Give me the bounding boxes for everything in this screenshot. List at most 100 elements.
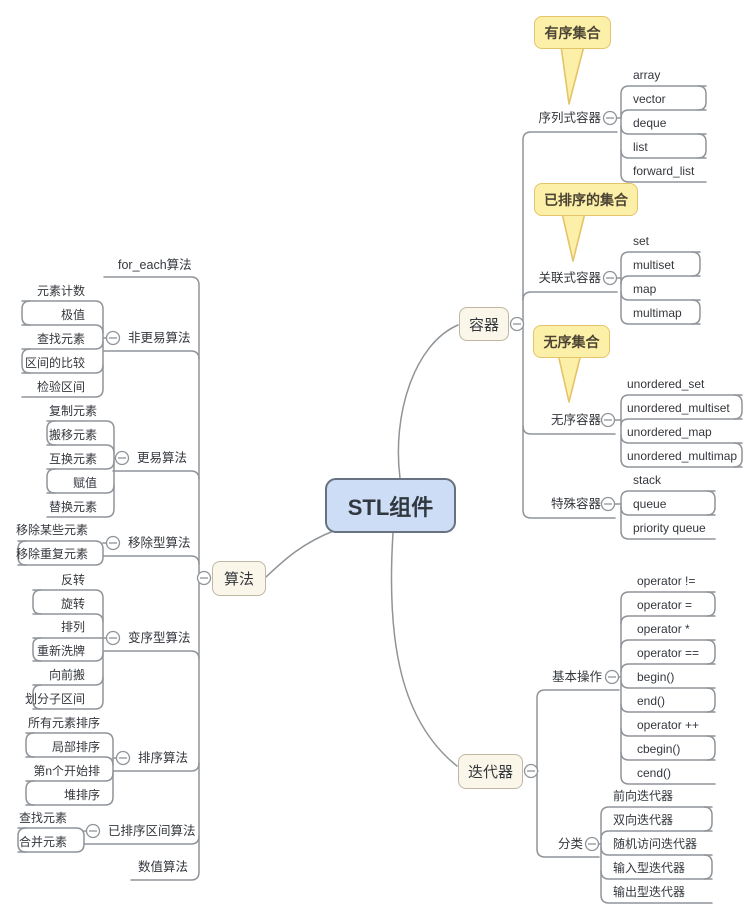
topic-operator-inc[interactable]: operator ++ (637, 718, 700, 732)
topic-associative-containers[interactable]: 关联式容器 (538, 271, 601, 285)
branch-iterators[interactable]: 迭代器 (458, 754, 523, 789)
topic-nonmodifying-algo[interactable]: 非更易算法 (128, 331, 191, 345)
collapse-icon[interactable] (509, 316, 525, 332)
collapse-icon[interactable] (602, 270, 618, 286)
topic-search-elements[interactable]: 查找元素 (18, 811, 67, 825)
topic-deque[interactable]: deque (633, 116, 667, 130)
topic-move-forward[interactable]: 向前搬 (48, 668, 85, 682)
topic-remove-some[interactable]: 移除某些元素 (15, 523, 88, 537)
topic-nth-sort[interactable]: 第n个开始排 (33, 764, 100, 778)
topic-multimap[interactable]: multimap (633, 306, 682, 320)
bracket-mod-items (46, 420, 116, 518)
topic-cbegin[interactable]: cbegin() (637, 742, 681, 756)
topic-sequence-containers[interactable]: 序列式容器 (538, 111, 601, 125)
bracket-mutating-items (32, 589, 107, 710)
topic-queue[interactable]: queue (633, 497, 667, 511)
topic-permute[interactable]: 排列 (60, 620, 85, 634)
topic-input-iterator[interactable]: 输入型迭代器 (613, 861, 686, 875)
callout-unordered-set[interactable]: 无序集合 (533, 325, 610, 358)
topic-special-containers[interactable]: 特殊容器 (550, 497, 601, 511)
topic-begin[interactable]: begin() (637, 670, 675, 684)
topic-array[interactable]: array (633, 68, 661, 82)
topic-end[interactable]: end() (637, 694, 666, 708)
topic-mutating-algo[interactable]: 变序型算法 (128, 631, 191, 645)
collapse-icon[interactable] (602, 110, 618, 126)
topic-sortedrange-algo[interactable]: 已排序区间算法 (108, 824, 196, 838)
topic-move-elements[interactable]: 搬移元素 (48, 428, 97, 442)
collapse-icon[interactable] (523, 763, 539, 779)
callout-ordered-set[interactable]: 有序集合 (534, 16, 611, 49)
topic-operator-eq[interactable]: operator == (637, 646, 700, 660)
collapse-icon[interactable] (604, 669, 620, 685)
topic-replace-elements[interactable]: 替换元素 (48, 500, 97, 514)
topic-remove-duplicates[interactable]: 移除重复元素 (15, 547, 88, 561)
topic-unordered-containers[interactable]: 无序容器 (550, 413, 601, 427)
branch-containers[interactable]: 容器 (459, 307, 509, 341)
collapse-icon[interactable] (105, 630, 121, 646)
topic-bidirectional-iterator[interactable]: 双向迭代器 (613, 813, 674, 827)
branch-algorithms[interactable]: 算法 (212, 561, 266, 596)
topic-cend[interactable]: cend() (637, 766, 672, 780)
topic-priority-queue[interactable]: priority queue (633, 521, 706, 535)
topic-list[interactable]: list (633, 140, 648, 154)
bracket-unordered-items (614, 394, 743, 468)
topic-sort-all[interactable]: 所有元素排序 (27, 716, 100, 730)
curve-center-algorithms (265, 529, 337, 578)
collapse-icon[interactable] (600, 496, 616, 512)
collapse-icon[interactable] (105, 330, 121, 346)
central-topic[interactable]: STL组件 (325, 478, 456, 533)
topic-merge-elements[interactable]: 合并元素 (18, 835, 67, 849)
topic-assign[interactable]: 赋值 (72, 476, 97, 490)
bracket-sort-items (25, 732, 117, 806)
topic-basic-operations[interactable]: 基本操作 (551, 670, 602, 684)
bracket-sortedrange-items (17, 827, 87, 853)
topic-heap-sort[interactable]: 堆排序 (63, 788, 100, 802)
topic-rotate[interactable]: 旋转 (60, 597, 85, 611)
topic-operator-deref[interactable]: operator * (637, 622, 690, 636)
topic-stack[interactable]: stack (633, 473, 662, 487)
topic-foreach-algo[interactable]: for_each算法 (118, 258, 192, 272)
topic-swap-elements[interactable]: 互换元素 (48, 452, 97, 466)
collapse-icon[interactable] (115, 750, 131, 766)
callout-tail-sorted (561, 212, 586, 262)
topic-reverse[interactable]: 反转 (60, 573, 85, 587)
bracket-algorithms (83, 276, 200, 881)
collapse-icon[interactable] (114, 450, 130, 466)
topic-removing-algo[interactable]: 移除型算法 (128, 536, 191, 550)
topic-unordered-map[interactable]: unordered_map (627, 425, 712, 439)
topic-forward-list[interactable]: forward_list (633, 164, 695, 178)
topic-unordered-set[interactable]: unordered_set (627, 377, 705, 391)
topic-sorting-algo[interactable]: 排序算法 (138, 751, 189, 765)
topic-extremes[interactable]: 极值 (60, 308, 85, 322)
topic-map[interactable]: map (633, 282, 657, 296)
topic-copy-elements[interactable]: 复制元素 (48, 404, 97, 418)
topic-multiset[interactable]: multiset (633, 258, 675, 272)
topic-modifying-algo[interactable]: 更易算法 (137, 451, 188, 465)
topic-find-elements[interactable]: 查找元素 (36, 332, 85, 346)
topic-unordered-multimap[interactable]: unordered_multimap (627, 449, 738, 463)
topic-output-iterator[interactable]: 输出型迭代器 (613, 885, 686, 899)
topic-partial-sort[interactable]: 局部排序 (51, 740, 100, 754)
topic-shuffle[interactable]: 重新洗牌 (36, 644, 85, 658)
collapse-icon[interactable] (196, 570, 212, 586)
topic-set[interactable]: set (633, 234, 650, 248)
topic-partition[interactable]: 划分子区间 (24, 692, 85, 706)
topic-categories[interactable]: 分类 (557, 837, 583, 851)
topic-compare-ranges[interactable]: 区间的比较 (24, 356, 85, 370)
collapse-icon[interactable] (105, 535, 121, 551)
callout-sorted-set[interactable]: 已排序的集合 (534, 183, 638, 216)
topic-unordered-multiset[interactable]: unordered_multiset (627, 401, 730, 415)
topic-count-elements[interactable]: 元素计数 (36, 284, 85, 298)
topic-random-access-iterator[interactable]: 随机访问迭代器 (613, 837, 698, 851)
topic-numeric-algo[interactable]: 数值算法 (138, 860, 189, 874)
collapse-icon[interactable] (584, 836, 600, 852)
collapse-icon[interactable] (600, 412, 616, 428)
topic-forward-iterator[interactable]: 前向迭代器 (613, 789, 674, 803)
topic-vector[interactable]: vector (633, 92, 666, 106)
topic-operator-ne[interactable]: operator != (637, 574, 696, 588)
topic-check-range[interactable]: 检验区间 (36, 380, 85, 394)
topic-operator-assign[interactable]: operator = (637, 598, 693, 612)
bracket-nonmod-items (21, 300, 107, 398)
collapse-icon[interactable] (85, 823, 101, 839)
